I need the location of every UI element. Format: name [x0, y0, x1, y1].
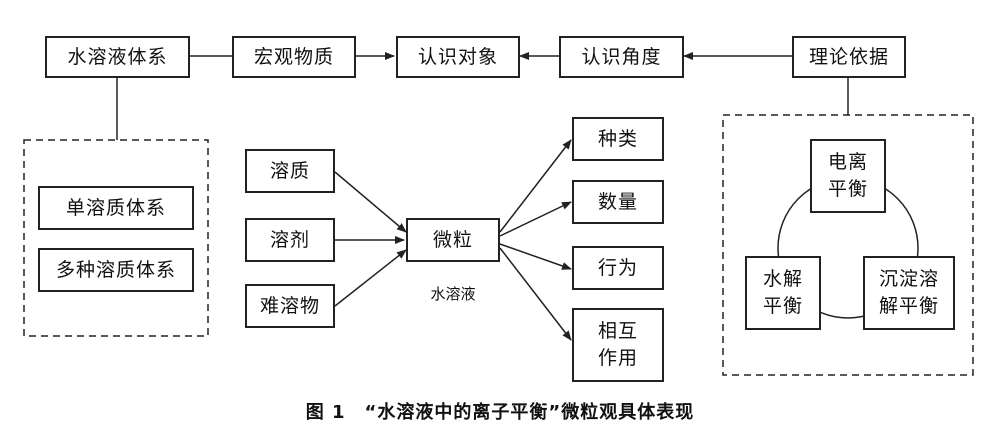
- behavior-box: 行为: [572, 246, 664, 290]
- arrow-particle-kind: [499, 139, 572, 233]
- cognition-object-box: 认识对象: [396, 36, 520, 78]
- hydrolysis-equilibrium-box: 水解 平衡: [745, 256, 821, 330]
- solute-box: 溶质: [245, 149, 335, 193]
- arrow-solute-particle: [334, 171, 407, 233]
- water-solution-system-box: 水溶液体系: [45, 36, 190, 78]
- precipitation-equilibrium-box: 沉淀溶 解平衡: [863, 256, 955, 330]
- arrow-particle-behavior: [499, 243, 572, 270]
- water-solution-label: 水溶液: [430, 285, 476, 303]
- kind-box: 种类: [572, 117, 664, 161]
- insoluble-box: 难溶物: [245, 284, 335, 328]
- arrow-particle-quantity: [499, 201, 572, 237]
- interaction-box: 相互 作用: [572, 308, 664, 382]
- single-solute-system-box: 单溶质体系: [38, 186, 194, 230]
- equilibria-group: [722, 114, 974, 376]
- arrow-particle-interaction: [499, 247, 572, 341]
- macro-substance-box: 宏观物质: [232, 36, 356, 78]
- ionization-equilibrium-box: 电离 平衡: [810, 139, 886, 213]
- systems-group: [23, 139, 209, 337]
- arrow-insoluble-particle: [334, 249, 407, 307]
- particle-box: 微粒: [406, 218, 500, 262]
- cognition-angle-box: 认识角度: [559, 36, 684, 78]
- figure-caption: 图 1 “水溶液中的离子平衡”微粒观具体表现: [305, 402, 695, 423]
- quantity-box: 数量: [572, 180, 664, 224]
- multi-solute-system-box: 多种溶质体系: [38, 248, 194, 292]
- theory-basis-box: 理论依据: [792, 36, 906, 78]
- solvent-box: 溶剂: [245, 218, 335, 262]
